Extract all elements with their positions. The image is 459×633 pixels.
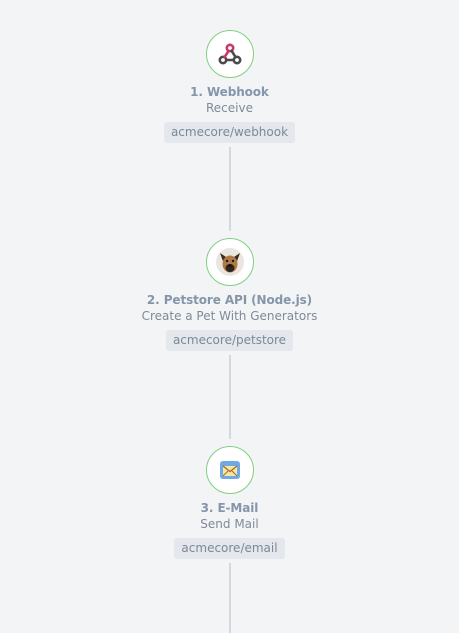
- flow-step-webhook[interactable]: 1. Webhook Receive acmecore/webhook: [0, 30, 459, 143]
- component-tag: acmecore/email: [174, 538, 285, 559]
- step-action: Send Mail: [200, 517, 259, 531]
- flow-step-email[interactable]: 3. E-Mail Send Mail acmecore/email: [0, 446, 459, 559]
- connector-line: [229, 355, 231, 439]
- component-tag: acmecore/petstore: [165, 330, 294, 351]
- step-action: Receive: [206, 101, 253, 115]
- dog-avatar-icon: [215, 247, 245, 277]
- flow-step-petstore[interactable]: 2. Petstore API (Node.js) Create a Pet W…: [0, 238, 459, 351]
- component-tag: acmecore/webhook: [163, 122, 296, 143]
- step-icon-circle[interactable]: [205, 30, 254, 78]
- step-icon-circle[interactable]: [205, 446, 254, 494]
- step-title: 1. Webhook: [190, 85, 269, 99]
- envelope-icon: [217, 457, 243, 483]
- webhook-icon: [216, 40, 244, 68]
- step-title: 2. Petstore API (Node.js): [146, 293, 313, 307]
- connector-line: [229, 563, 231, 633]
- connector-line: [229, 147, 231, 231]
- step-icon-circle[interactable]: [205, 238, 254, 286]
- step-title: 3. E-Mail: [200, 501, 259, 515]
- step-action: Create a Pet With Generators: [141, 309, 318, 323]
